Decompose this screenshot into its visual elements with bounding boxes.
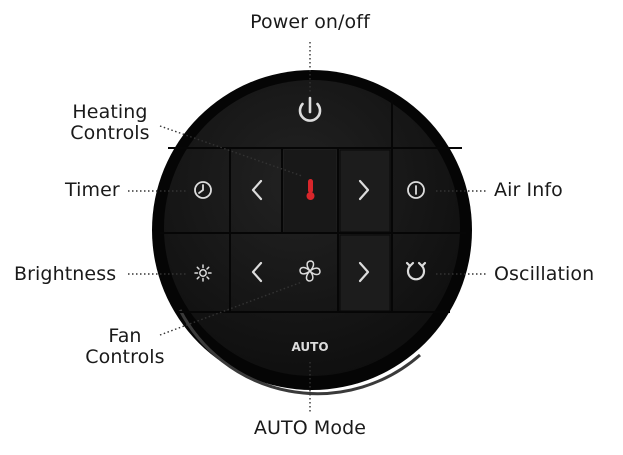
air-info-button[interactable] [396,160,442,222]
power-button[interactable] [284,86,336,138]
label-fan-line2: Controls [85,346,165,368]
power-icon [298,96,322,122]
fan-up-block [339,234,391,312]
oscillation-icon [405,261,427,281]
bezel-highlight [178,309,421,396]
chevron-left-icon [251,261,263,283]
label-fan-line1: Fan [108,325,142,347]
label-heating-line1: Heating [72,101,148,123]
brightness-button[interactable] [176,242,226,304]
thermometer-icon [306,179,315,200]
heating-indicator [306,179,315,200]
fan-down-button[interactable] [232,235,280,311]
chevron-right-icon [358,261,370,283]
fan-up-button[interactable] [340,235,390,311]
fan-indicator [299,260,321,282]
oscillation-button[interactable] [396,242,442,304]
fan-icon [299,260,321,282]
label-auto-mode: AUTO Mode [253,417,367,439]
chevron-right-icon [358,179,370,201]
label-oscillation: Oscillation [494,263,595,285]
clock-icon [194,181,212,199]
chevron-left-icon [251,179,263,201]
leader-heating [159,125,303,177]
button-seams [160,100,466,313]
timer-button[interactable] [180,160,226,222]
heat-down-button[interactable] [232,150,280,232]
heat-up-block [339,149,391,233]
sun-icon [194,264,212,282]
heat-up-button[interactable] [340,150,390,232]
leader-fan [159,281,303,336]
info-icon [407,181,425,199]
label-heating-line2: Controls [70,122,150,144]
auto-button-label: AUTO [291,340,328,354]
auto-button[interactable]: AUTO [282,330,338,362]
label-timer: Timer [65,179,120,201]
label-power: Power on/off [250,11,370,33]
label-brightness: Brightness [14,263,117,285]
leader-lines [128,42,488,412]
label-air-info: Air Info [494,179,563,201]
